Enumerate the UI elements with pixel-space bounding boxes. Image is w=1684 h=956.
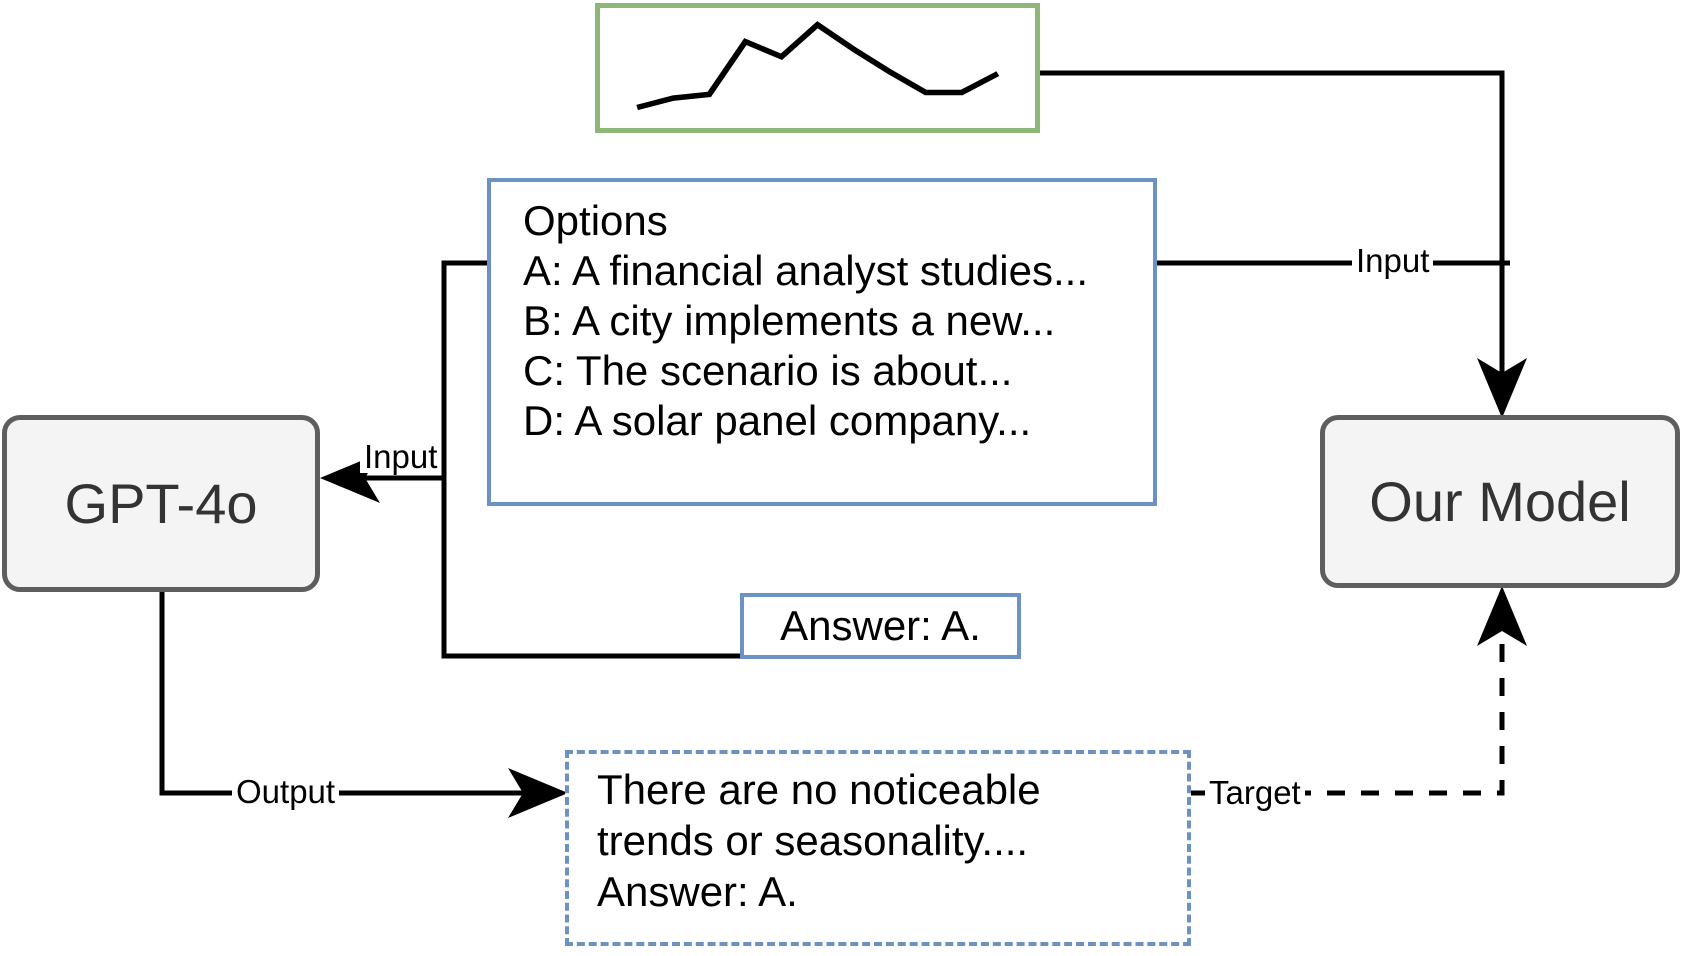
output-line-3: Answer: A. [597, 868, 798, 915]
option-item-c: C: The scenario is about... [523, 347, 1013, 394]
answer-box: Answer: A. [740, 593, 1021, 659]
edge-label-input-right: Input [1352, 244, 1434, 277]
edge-label-target: Target [1205, 776, 1305, 809]
time-series-chart-box [595, 3, 1040, 133]
option-item-b: B: A city implements a new... [523, 297, 1056, 344]
output-line-2: trends or seasonality.... [597, 817, 1029, 864]
edge-options-to-left-rail [441, 260, 740, 659]
our-model-node: Our Model [1320, 415, 1680, 588]
options-heading: Options [523, 197, 668, 244]
gpt-4o-node: GPT-4o [2, 415, 320, 592]
output-box: There are no noticeable trends or season… [565, 750, 1191, 946]
edge-target-to-our-model [1191, 586, 1527, 796]
our-model-label: Our Model [1369, 469, 1631, 533]
edge-chart-to-our-model [1040, 70, 1527, 418]
edge-label-output: Output [232, 775, 340, 808]
output-line-1: There are no noticeable [597, 766, 1041, 813]
gpt-4o-label: GPT-4o [64, 471, 258, 535]
time-series-chart-icon [636, 21, 1000, 111]
option-item-d: D: A solar panel company... [523, 397, 1032, 444]
edge-label-input-left: Input [360, 440, 442, 473]
options-box: Options A: A financial analyst studies..… [487, 178, 1157, 506]
answer-text: Answer: A. [780, 602, 981, 649]
edge-gpt-to-output [159, 592, 568, 818]
option-item-a: A: A financial analyst studies... [523, 247, 1088, 294]
